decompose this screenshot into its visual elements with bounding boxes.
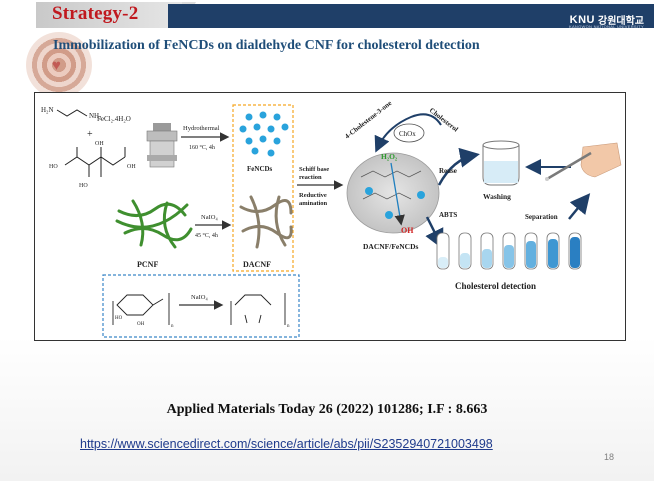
ethylenediamine-structure [56,109,88,117]
plus-sign: + [87,129,93,140]
citation-text: Applied Materials Today 26 (2022) 101286… [166,402,488,417]
cholesterol-cycle-arrow [374,113,442,153]
page-number: 18 [603,452,614,462]
hydrothermal-label: Hydrothermal [183,125,220,132]
pcnf-label: PCNF [137,260,158,269]
slide-subtitle: Immobilization of FeNCDs on dialdehyde C… [53,38,480,53]
scheme-figure: H₂N NH₂ + FeCl₂.4H₂O HO OH OH HO [34,92,626,341]
hydrothermal-condition: 160 °C, 4h [189,144,215,151]
n-left-label: n [171,324,174,329]
title-chip [36,2,196,28]
article-link[interactable]: https://www.sciencedirect.com/science/ar… [80,437,493,451]
heart-icon: ♥ [52,57,61,74]
oh-right-label: OH [127,164,136,170]
dacnf-fibers [239,195,293,249]
cellulose-structure [112,293,170,325]
particle-structure [360,170,422,200]
schiff-label-2: reaction [299,174,322,181]
n-right-label: n [287,324,290,329]
ho-left-label: HO [49,164,58,170]
schiff-label-1: Schiff base [299,166,329,173]
reductive-label-1: Reductive [299,192,327,199]
naio4-label: NaIO₄ [201,214,218,221]
oh-radical-label: OH [401,226,414,235]
test-tubes [436,232,582,270]
target-decoration-icon [26,32,92,98]
strategy-title: Strategy-2 [52,3,139,24]
h2n-label: H₂N [41,106,54,114]
chox-bubble [393,123,425,143]
dacnf-highlight-box [232,104,294,272]
scheme-diagram: H₂N NH₂ + FeCl₂.4H₂O HO OH OH HO [41,99,622,338]
nh2-label: NH₂ [89,112,102,120]
naio4-condition: 45 °C, 4h [195,232,218,239]
chox-label: ChOx [399,130,416,138]
fencds-dots [239,111,289,157]
oh-top-label: OH [95,141,104,147]
dacnf-fencds-particle [346,152,440,234]
pcnf-fibers [115,199,193,249]
washing-beaker-icon [482,140,520,186]
detection-label: Cholesterol detection [455,281,536,291]
reuse-arrow [437,147,480,186]
ho-struct-label: HO [115,316,123,321]
fencds-label: FeNCDs [247,165,273,173]
logo-mark: KNU [569,13,595,26]
dacnf-fencds-label: DACNF/FeNCDs [363,242,418,251]
separation-arrow [568,193,591,220]
washing-label: Washing [483,192,511,201]
h2o2-label: H₂O₂ [381,152,398,161]
university-logo: KNU 강원대학교 [569,12,644,28]
h2o2-arrow [390,162,405,226]
particle-fencds-dots [365,187,425,219]
reuse-label: Reuse [439,167,457,175]
naio4-bottom-label: NaIO₄ [191,294,208,301]
header-navy-band: KNU 강원대학교 KANGWON NATIONAL UNIVERSITY [168,4,654,29]
reductive-label-2: amination [299,200,328,207]
structure-box [102,274,300,338]
ho-bottom-label: HO [79,183,88,189]
logo-name: 강원대학교 [598,16,644,27]
cholesterol-label: Cholesterol [428,106,460,133]
dacnf-label: DACNF [243,260,271,269]
hand-pipette-icon [545,142,622,181]
dialdehyde-structure [230,293,286,325]
abts-label: ABTS [439,211,457,219]
logo-subtitle: KANGWON NATIONAL UNIVERSITY [569,24,644,29]
fecl2-label: FeCl₂.4H₂O [97,115,131,123]
autoclave-icon [146,123,178,168]
separation-label: Separation [525,213,558,221]
citric-acid-structure [64,147,126,177]
oh-struct-label: OH [137,322,145,327]
